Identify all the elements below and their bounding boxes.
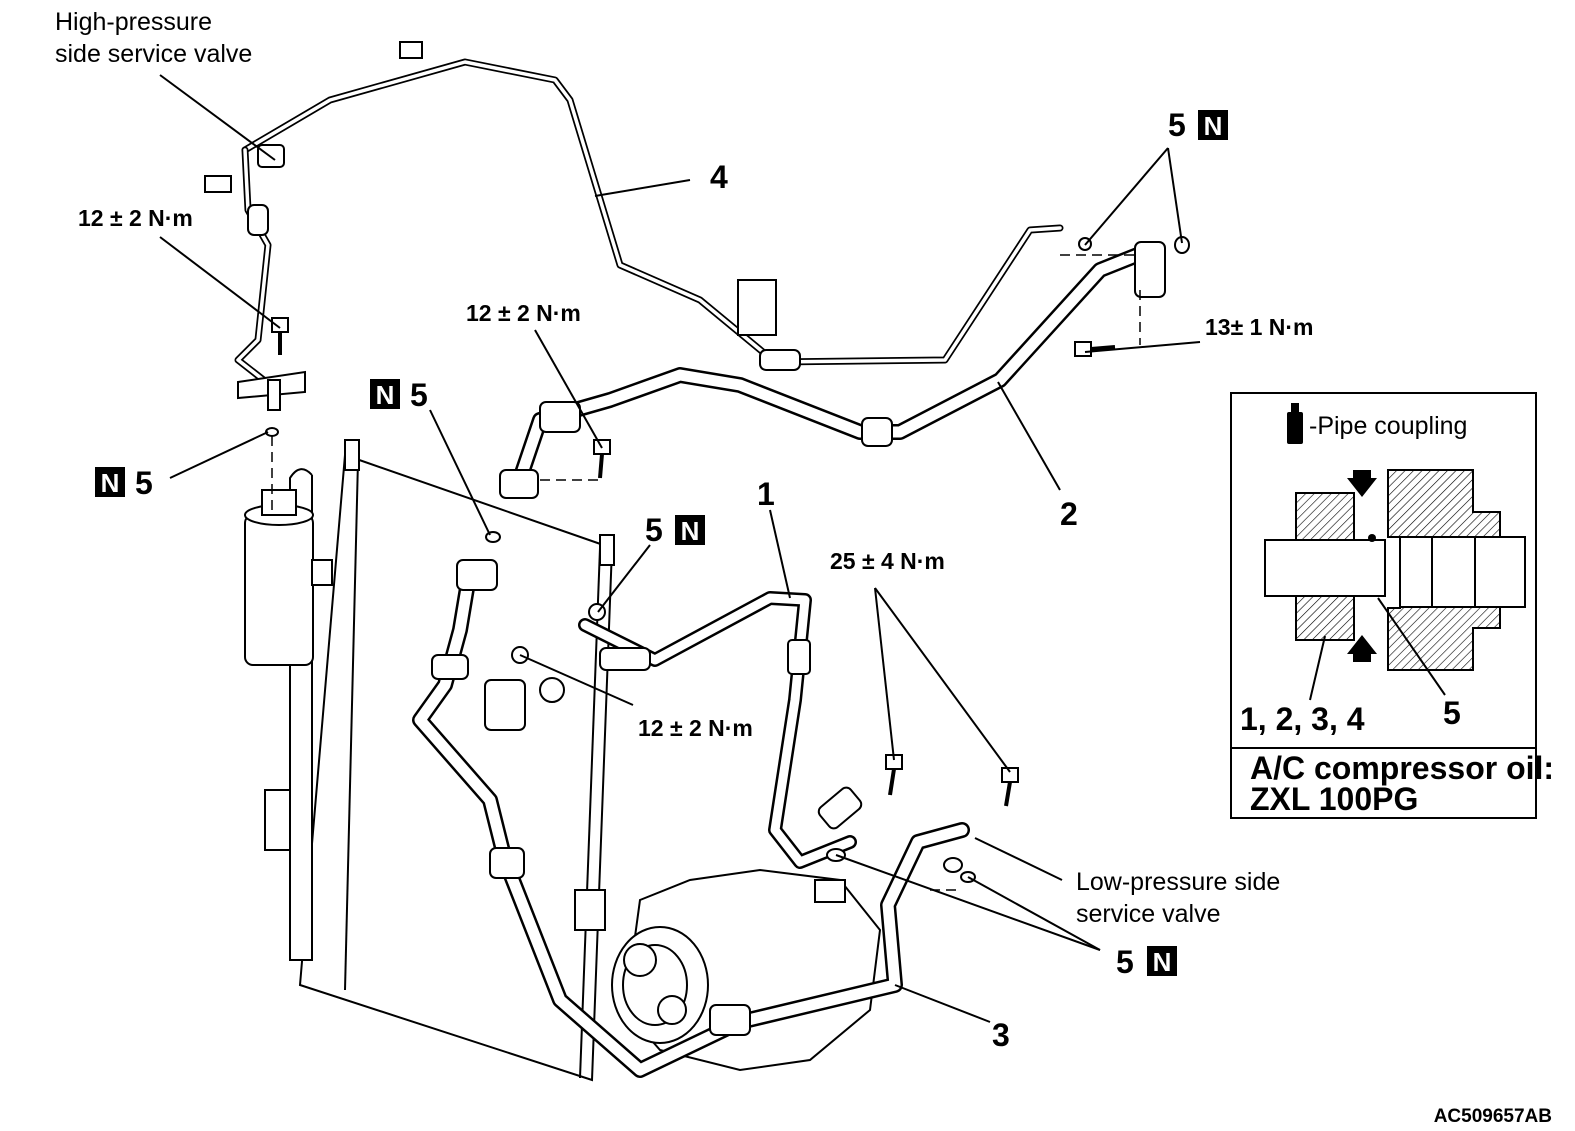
inset-oring-label: 5	[1443, 695, 1461, 731]
svg-text:5: 5	[410, 377, 428, 413]
part-number-4: 4	[710, 159, 728, 195]
high-pressure-valve-label-2: side service valve	[55, 40, 252, 68]
n-new-part-icon	[1147, 946, 1177, 976]
svg-text:5: 5	[135, 465, 153, 501]
pipe-2	[499, 241, 1166, 499]
oring-label-drier: N 5	[95, 465, 153, 501]
receiver-drier	[244, 489, 333, 666]
pipe-4	[204, 41, 1064, 411]
svg-text:N: N	[101, 468, 120, 498]
compressor	[611, 868, 882, 1072]
oring-label-condenser: N 5	[370, 377, 428, 413]
inset-legend-text: -Pipe coupling	[1309, 412, 1467, 440]
svg-text:N: N	[376, 380, 395, 410]
torque-label-12-drier: 12 ± 2 N·m	[78, 205, 193, 231]
oil-can-icon	[1287, 403, 1303, 444]
pipe-coupling-inset: -Pipe coupling 1, 2, 3, 4 5 A/C compress…	[1230, 392, 1554, 819]
svg-text:5: 5	[1116, 944, 1134, 980]
oil-spec-line-2: ZXL 100PG	[1250, 781, 1418, 817]
torque-label-12-pipe2: 12 ± 2 N·m	[466, 300, 581, 326]
torque-label-13: 13± 1 N·m	[1205, 314, 1314, 340]
svg-text:N: N	[681, 516, 700, 546]
svg-text:N: N	[1204, 111, 1223, 141]
n-new-part-icon	[370, 379, 400, 409]
part-number-3: 3	[992, 1017, 1010, 1053]
high-pressure-valve-label-1: High-pressure	[55, 8, 212, 36]
inset-parts-label: 1, 2, 3, 4	[1240, 701, 1365, 737]
torque-label-12-pipe1: 12 ± 2 N·m	[638, 715, 753, 741]
low-pressure-valve-label-2: service valve	[1076, 900, 1221, 928]
n-new-part-icon	[95, 467, 125, 497]
n-new-part-icon	[1198, 110, 1228, 140]
leader-lines	[159, 74, 1201, 1023]
oil-spec-line-1: A/C compressor oil:	[1250, 750, 1554, 786]
part-number-1: 1	[757, 476, 775, 512]
low-pressure-valve-label-1: Low-pressure side	[1076, 868, 1280, 896]
pipe-3	[412, 559, 970, 1078]
torque-label-25: 25 ± 4 N·m	[830, 548, 945, 574]
pipe-1	[578, 591, 863, 869]
bolts	[271, 317, 1116, 807]
svg-text:5: 5	[645, 512, 663, 548]
svg-text:5: 5	[1168, 107, 1186, 143]
oring-label-top-right: 5 N	[1168, 107, 1228, 143]
part-number-2: 2	[1060, 496, 1078, 532]
oring-label-pipe1: 5 N	[645, 512, 705, 548]
svg-text:N: N	[1153, 947, 1172, 977]
n-new-part-icon	[675, 515, 705, 545]
oring-label-compressor: 5 N	[1116, 944, 1177, 980]
figure-code: AC509657AB	[1434, 1106, 1552, 1127]
